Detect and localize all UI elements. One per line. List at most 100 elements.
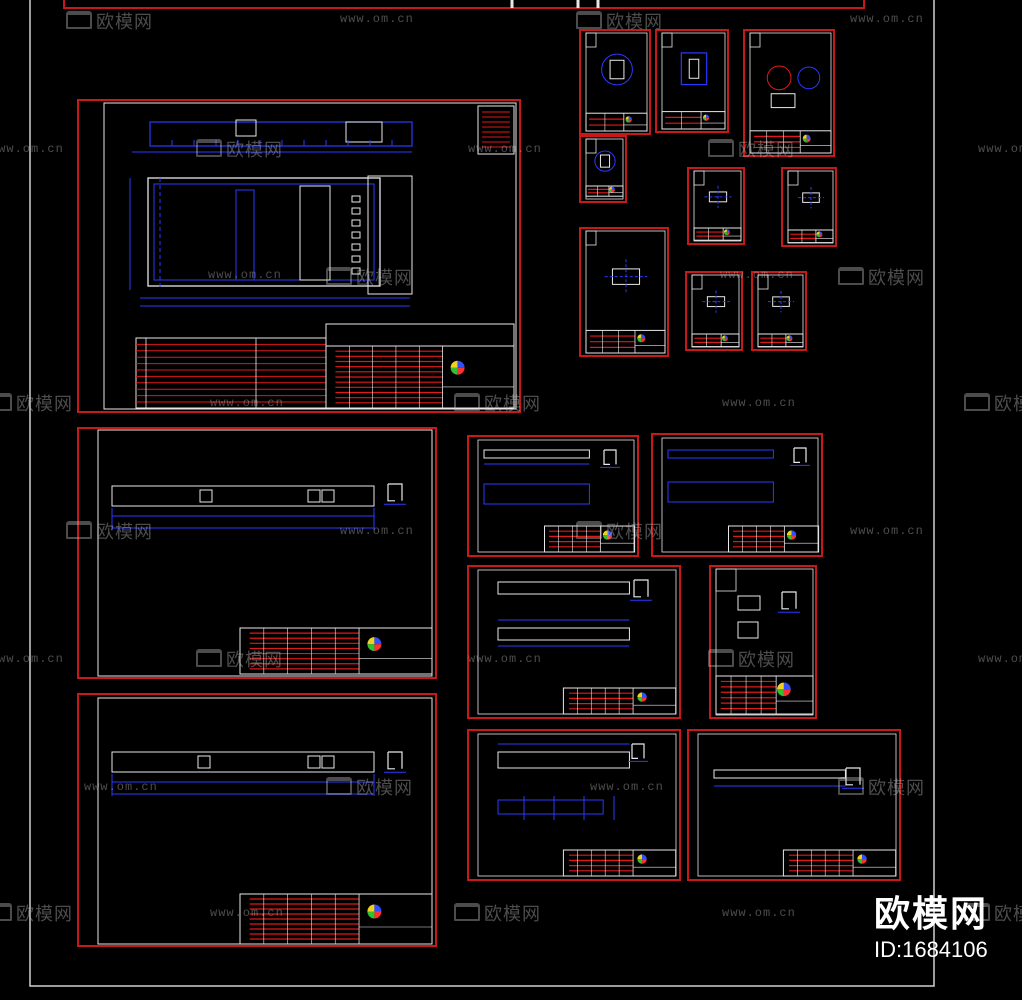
color-wheel-logo-icon [367, 644, 375, 652]
hub-detail [770, 93, 796, 109]
color-wheel-logo-icon [802, 134, 807, 139]
color-wheel-logo-icon [777, 682, 784, 690]
part-sheet-corner [585, 32, 597, 48]
color-wheel-logo-icon [724, 335, 728, 339]
part-sheet-border [751, 271, 807, 351]
assembly-bolt [351, 267, 361, 275]
color-wheel-logo-icon [457, 360, 465, 368]
color-wheel-logo-icon [777, 689, 784, 697]
title-block-frame [562, 687, 677, 715]
color-wheel-logo-icon [641, 338, 646, 343]
part-sheet-border [579, 29, 651, 135]
beam-elevation [483, 483, 590, 505]
title-block-frame [782, 849, 897, 877]
title-block [544, 525, 636, 553]
color-wheel-logo-icon [374, 904, 382, 912]
hub-circle [797, 66, 821, 90]
beam-outline [713, 769, 846, 779]
title-block [715, 675, 814, 715]
title-block [693, 227, 742, 241]
title-block-frame [715, 675, 814, 715]
color-wheel-logo-icon [642, 854, 647, 860]
hub-circle [766, 65, 792, 91]
beam-outline [497, 581, 630, 595]
title-block-frame [585, 185, 624, 197]
part-sheet-corner [693, 170, 705, 186]
part-sheet-corner [585, 230, 597, 246]
color-wheel-logo-icon [789, 335, 793, 339]
title-block-frame [562, 849, 677, 877]
bracket-profile [680, 52, 708, 86]
color-wheel-logo-icon [637, 854, 643, 860]
title-block-frame [749, 130, 832, 154]
part-sheet-border [579, 135, 627, 203]
profile-section [781, 591, 797, 610]
part-sheet-border [579, 227, 669, 357]
flange-circle [601, 53, 633, 86]
assembly-door [299, 185, 331, 281]
title-block [585, 329, 666, 354]
outer-frame [29, 0, 935, 987]
part-sheet-frame [585, 138, 624, 200]
color-wheel-logo-icon [783, 682, 791, 690]
part-sheet-corner [757, 274, 769, 290]
color-wheel-logo-icon [816, 231, 820, 235]
title-block [749, 130, 832, 154]
color-wheel-logo-icon [637, 338, 642, 343]
color-wheel-logo-icon [806, 138, 811, 143]
title-block-frame [585, 329, 666, 354]
top-title-strip [63, 0, 865, 9]
color-wheel-logo-icon [791, 535, 797, 540]
title-block-frame [325, 345, 515, 409]
color-wheel-logo-icon [625, 119, 629, 123]
bracket-profile [737, 595, 761, 611]
title-block [239, 627, 433, 675]
part-sheet-border [655, 29, 729, 133]
part-sheet-frame [693, 170, 742, 242]
title-block [325, 345, 515, 409]
beam-hole [199, 489, 213, 503]
sheet-beam-b-frame [97, 697, 433, 945]
color-wheel-logo-icon [602, 535, 608, 540]
title-block [757, 333, 804, 348]
part-sheet-border [781, 167, 837, 247]
color-wheel-logo-icon [607, 530, 613, 536]
color-wheel-logo-icon [641, 334, 646, 339]
color-wheel-logo-icon [789, 338, 793, 342]
color-wheel-logo-icon [637, 697, 643, 702]
title-block [787, 229, 834, 244]
title-block-frame [239, 893, 433, 945]
part-sheet-corner [661, 32, 673, 48]
title-block-frame [787, 229, 834, 244]
color-wheel-logo-icon [786, 338, 790, 342]
color-wheel-logo-icon [637, 334, 642, 339]
title-block [585, 112, 648, 132]
title-block-frame [693, 227, 742, 241]
title-block [728, 525, 820, 553]
color-wheel-logo-icon [721, 335, 725, 339]
title-block-frame [585, 112, 648, 132]
beam-hole [307, 755, 321, 769]
part-sheet-corner [715, 568, 737, 592]
title-block-frame [757, 333, 804, 348]
color-wheel-logo-icon [857, 854, 863, 860]
assembly-front-frame [147, 177, 381, 287]
color-wheel-logo-icon [450, 360, 458, 368]
assembly-bolt [351, 243, 361, 251]
assembly-column [235, 189, 255, 281]
beam-outline [483, 449, 590, 459]
color-wheel-logo-icon [786, 530, 792, 536]
assembly-top-view [149, 121, 413, 147]
part-sheet-border [685, 271, 743, 351]
brand-name: 欧模网 [873, 894, 988, 935]
color-wheel-logo-icon [783, 689, 791, 697]
beam-sheet-border [651, 433, 823, 557]
color-wheel-logo-icon [367, 904, 375, 912]
color-wheel-logo-icon [602, 530, 608, 536]
assembly-bolt [351, 231, 361, 239]
color-wheel-logo-icon [702, 114, 707, 118]
color-wheel-logo-icon [786, 335, 790, 339]
color-wheel-logo-icon [450, 367, 458, 375]
assembly-side-view [367, 175, 413, 295]
sheet-beam-b-border [77, 693, 437, 947]
